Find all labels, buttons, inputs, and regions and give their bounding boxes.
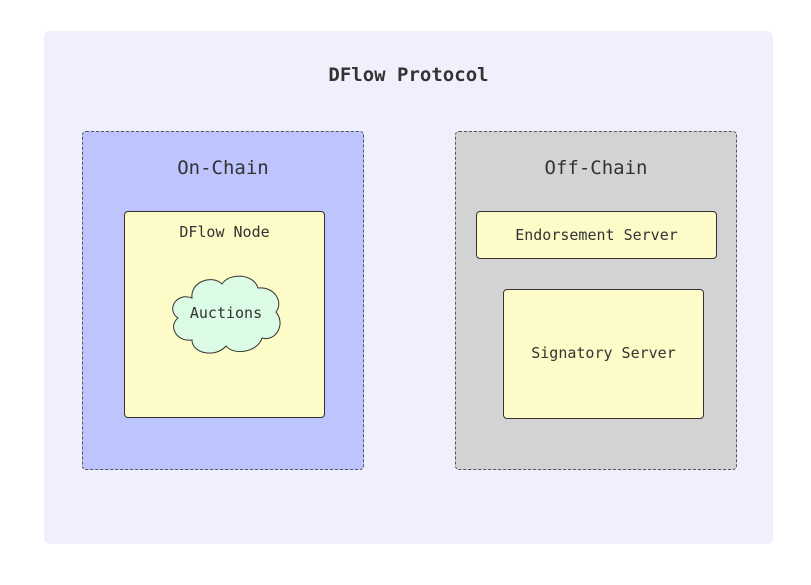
signatory-server-node: Signatory Server bbox=[503, 289, 704, 419]
cloud-icon bbox=[172, 275, 281, 354]
dflow-node: DFlow Node bbox=[124, 211, 325, 418]
on-chain-title: On-Chain bbox=[177, 157, 269, 179]
auctions-cloud: Auctions bbox=[164, 268, 288, 360]
signatory-server-label: Signatory Server bbox=[531, 344, 676, 362]
diagram-title: DFlow Protocol bbox=[328, 64, 489, 86]
endorsement-server-label: Endorsement Server bbox=[515, 226, 678, 244]
off-chain-title: Off-Chain bbox=[544, 157, 648, 179]
dflow-node-label: DFlow Node bbox=[179, 223, 270, 241]
auctions-label: Auctions bbox=[189, 304, 263, 322]
endorsement-server-node: Endorsement Server bbox=[476, 211, 717, 259]
